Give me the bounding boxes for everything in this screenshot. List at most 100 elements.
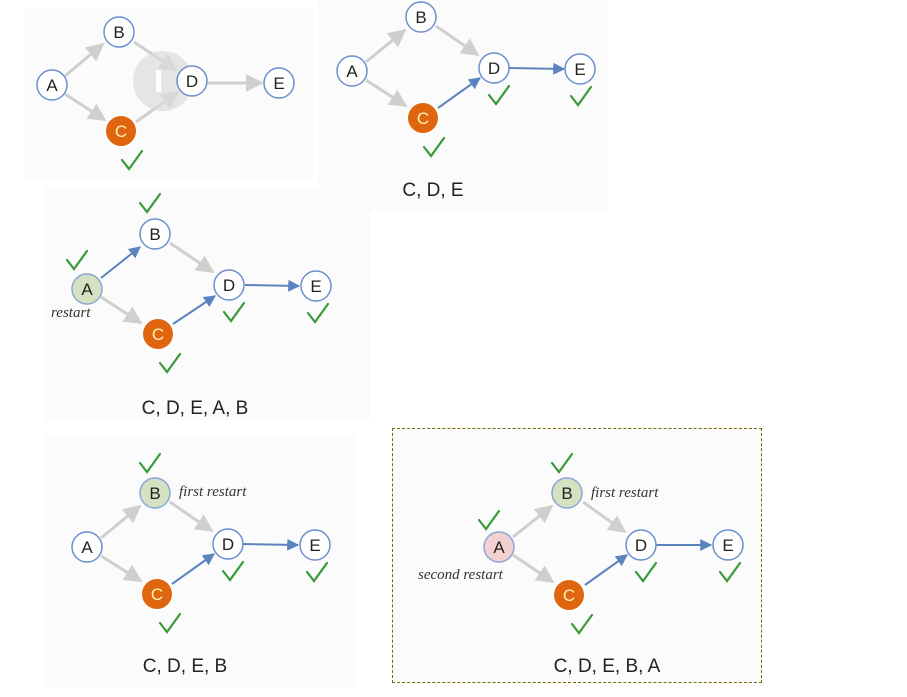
node-a-label: A [81, 280, 93, 299]
edge-a-b [365, 28, 407, 64]
node-e-label: E [273, 74, 284, 93]
edge-b-d [435, 24, 480, 57]
node-d: D [625, 529, 657, 561]
node-c: C [140, 577, 174, 611]
node-d-label: D [186, 72, 198, 91]
node-a-label: A [346, 62, 358, 81]
panel-2-caption: C, D, E [402, 180, 464, 201]
panel-4-caption: C, D, E, B [142, 656, 228, 677]
node-e: E [299, 529, 331, 561]
edge-a-c [100, 554, 143, 583]
first-restart-note: first restart [179, 484, 247, 500]
node-c-label: C [115, 122, 127, 141]
check-icon [477, 509, 501, 531]
edge-c-d [172, 295, 216, 325]
node-c: C [141, 317, 175, 351]
node-d-label: D [488, 59, 500, 78]
node-c: C [406, 101, 440, 135]
node-b-label: B [149, 484, 160, 503]
node-b-label: B [415, 8, 426, 27]
node-e-label: E [722, 536, 733, 555]
node-e-label: E [574, 60, 585, 79]
panel-5 [392, 428, 762, 683]
pause-overlay [133, 51, 193, 111]
node-e: E [712, 529, 744, 561]
node-d: D [176, 65, 208, 97]
edge-b-d [169, 241, 215, 274]
node-e-label: E [310, 277, 321, 296]
edge-b-d [582, 500, 627, 534]
panel-4-graph: A B C D E [71, 452, 331, 634]
edge-a-b [64, 42, 105, 78]
node-c-label: C [151, 585, 163, 604]
check-icon [65, 249, 89, 271]
node-d-label: D [223, 276, 235, 295]
check-icon [422, 136, 446, 158]
edge-b-d [169, 500, 214, 533]
edge-a-b [100, 504, 142, 540]
check-icon [487, 84, 511, 106]
node-b: B [139, 218, 171, 250]
edge-c-d [584, 554, 628, 586]
edge-a-b [512, 504, 554, 539]
edge-a-c [512, 553, 555, 584]
check-icon [221, 560, 245, 582]
node-b-restart: B [139, 477, 171, 509]
check-icon [158, 612, 182, 634]
node-d: D [213, 269, 245, 301]
node-a-label: A [493, 538, 505, 557]
edge-a-c [100, 295, 143, 325]
node-e-label: E [309, 536, 320, 555]
node-b-label: B [561, 484, 572, 503]
panel-2 [318, 0, 608, 210]
panel-4 [45, 436, 355, 688]
node-d-label: D [635, 536, 647, 555]
node-a-label: A [46, 76, 58, 95]
first-restart-note: first restart [591, 485, 659, 501]
check-icon [569, 85, 593, 107]
node-b: B [405, 1, 437, 33]
panel-1-graph: A B C D E [36, 16, 295, 171]
edge-c-d [171, 553, 215, 585]
node-d: D [478, 52, 510, 84]
node-b-label: B [149, 225, 160, 244]
node-c-label: C [563, 586, 575, 605]
node-a: A [71, 531, 103, 563]
check-icon [120, 149, 144, 171]
node-a-restart: A [71, 273, 103, 305]
node-d: D [212, 528, 244, 560]
panel-3-caption: C, D, E, A, B [141, 398, 249, 419]
edge-d-e [508, 62, 566, 75]
node-d-label: D [222, 535, 234, 554]
node-c: C [104, 114, 138, 148]
node-b-label: B [113, 23, 124, 42]
panel-2-graph: A B C D E [336, 1, 596, 158]
node-c: C [552, 578, 586, 612]
check-icon [305, 561, 329, 583]
pause-icon [156, 70, 161, 92]
check-icon [718, 561, 742, 583]
check-icon [306, 302, 330, 324]
check-icon [550, 452, 574, 474]
node-a: A [336, 55, 368, 87]
panel-5-graph: A B C D E [477, 452, 744, 635]
node-e: E [263, 67, 295, 99]
check-icon [222, 301, 246, 323]
check-icon [158, 352, 182, 374]
second-restart-note: second restart [418, 567, 503, 583]
node-b-restart: B [551, 477, 583, 509]
edge-d-e [244, 279, 301, 292]
node-e: E [564, 53, 596, 85]
edge-a-c [64, 92, 107, 122]
check-icon [138, 192, 162, 214]
panel-5-caption: C, D, E, B, A [553, 656, 661, 677]
edge-c-d [437, 77, 481, 109]
check-icon [570, 613, 594, 635]
edge-a-c [365, 78, 408, 108]
restart-note: restart [51, 305, 91, 321]
edge-a-b [100, 246, 141, 279]
node-a-restart: A [483, 531, 515, 563]
node-c-label: C [417, 109, 429, 128]
edge-d-e [242, 538, 300, 551]
